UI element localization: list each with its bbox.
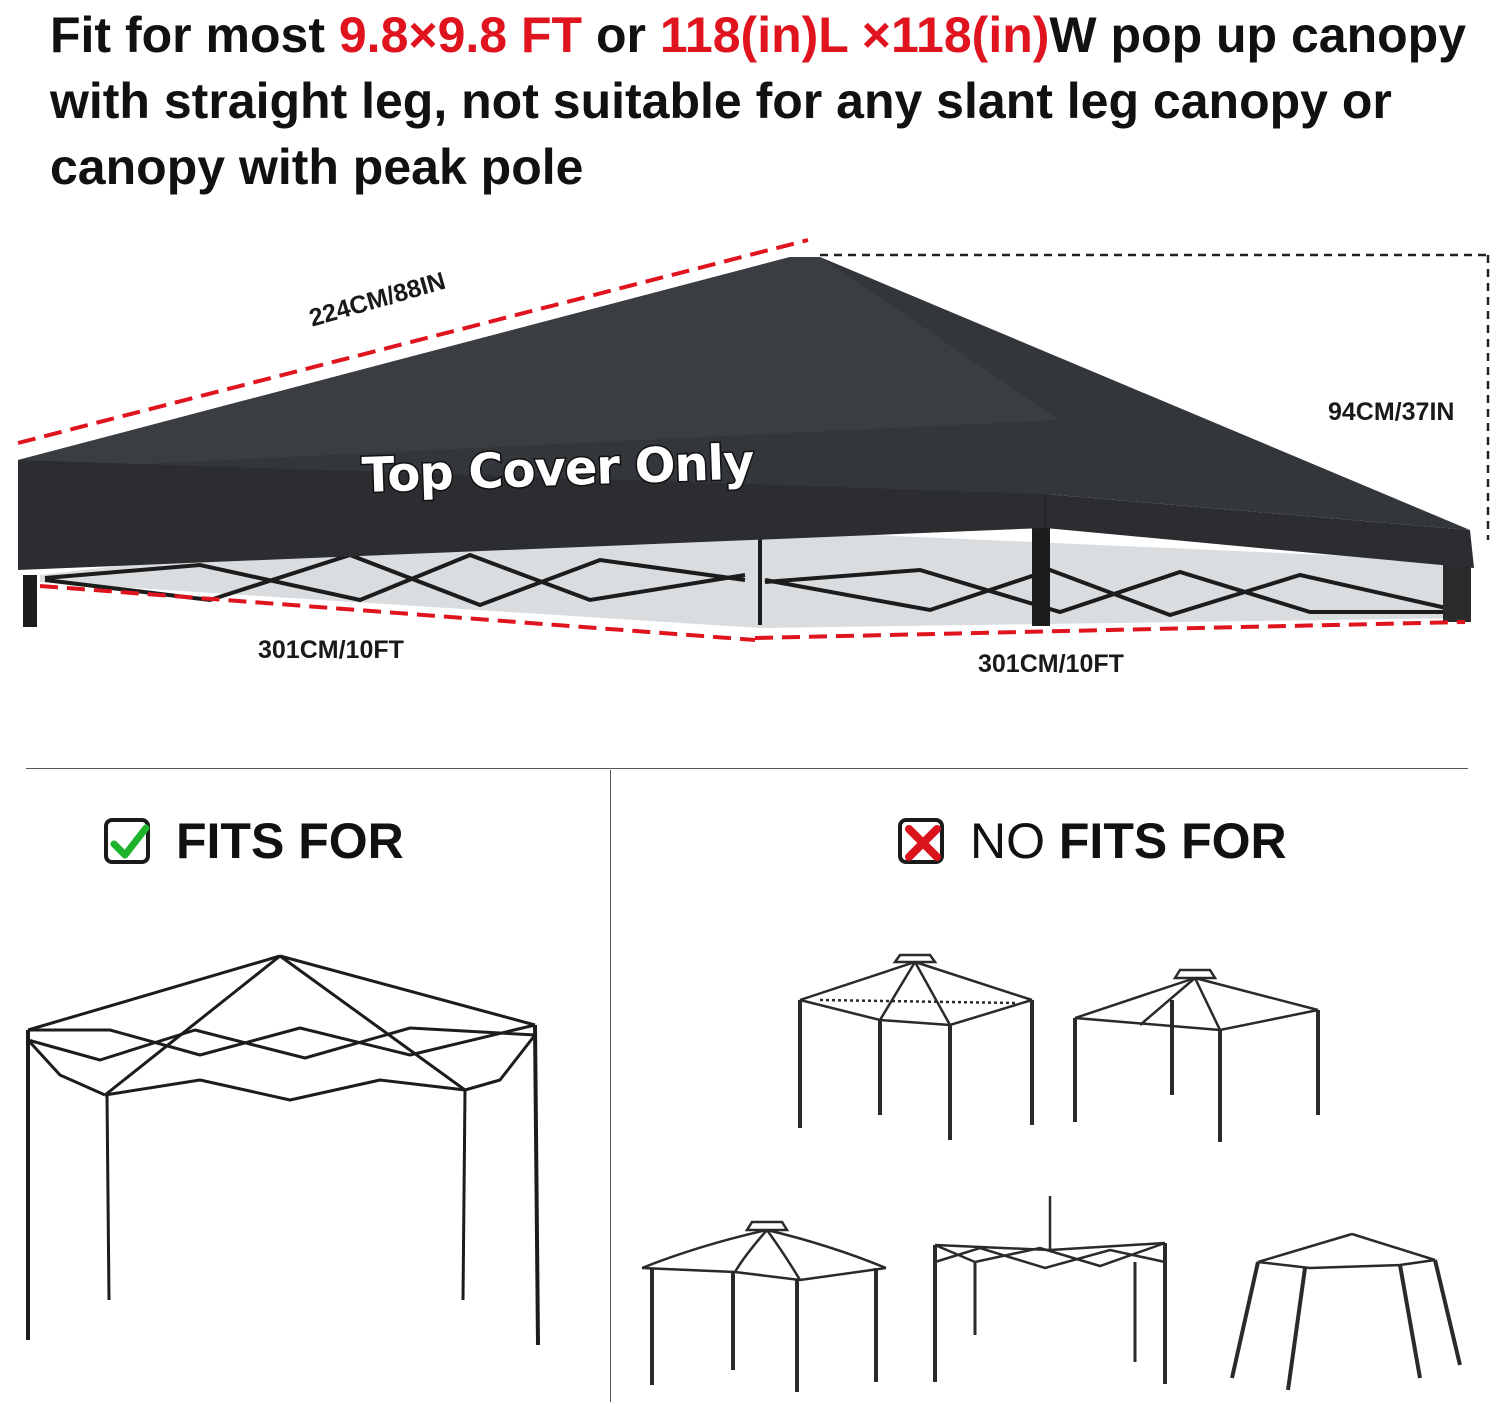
headline-text-2: or — [582, 7, 660, 63]
dimension-height-label: 94CM/37IN — [1328, 398, 1455, 426]
nofits-gazebo-1 — [798, 953, 1034, 1140]
nofits-slant-leg-canopy — [1230, 1232, 1462, 1391]
canopy-truss-frame — [44, 535, 1456, 625]
canopy-underside — [40, 530, 1470, 628]
canopy-valance — [18, 460, 1474, 570]
dimension-lines-red — [17, 238, 1466, 642]
no-fits-for-title: NO FITS FOR — [898, 812, 1287, 870]
x-icon — [898, 818, 944, 864]
fits-for-title: FITS FOR — [104, 812, 404, 870]
fits-for-label: FITS FOR — [176, 813, 404, 869]
section-divider-horizontal — [26, 768, 1468, 769]
canopy-top-cover-illustration — [17, 238, 1490, 642]
no-fits-label-no: NO — [970, 813, 1045, 869]
canopy-leg-left — [23, 575, 37, 627]
headline-highlight-size-in: 118(in)L ×118(in) — [659, 7, 1050, 63]
canopy-leg-right — [1443, 560, 1471, 622]
dimension-left-side-label: 301CM/10FT — [258, 636, 404, 664]
canopy-roof-highlight — [18, 257, 1060, 470]
no-fits-label-fits-for: FITS FOR — [1045, 813, 1287, 869]
dimension-lines-height — [820, 253, 1490, 540]
headline-highlight-size-ft: 9.8×9.8 FT — [338, 7, 583, 63]
dimension-right-side-label: 301CM/10FT — [978, 650, 1124, 678]
nofits-peak-pole-canopy — [933, 1196, 1167, 1384]
nofits-gazebo-3 — [641, 1220, 887, 1392]
section-divider-vertical — [610, 770, 611, 1402]
headline: Fit for most 9.8×9.8 FT or 118(in)L ×118… — [50, 2, 1470, 200]
headline-text-1: Fit for most — [50, 7, 339, 63]
nofits-gazebo-2 — [1073, 968, 1320, 1142]
fits-straight-leg-frame — [26, 954, 540, 1346]
headline-text-3: W pop up canopy with straight leg, not s… — [50, 7, 1467, 195]
check-icon — [104, 818, 150, 864]
